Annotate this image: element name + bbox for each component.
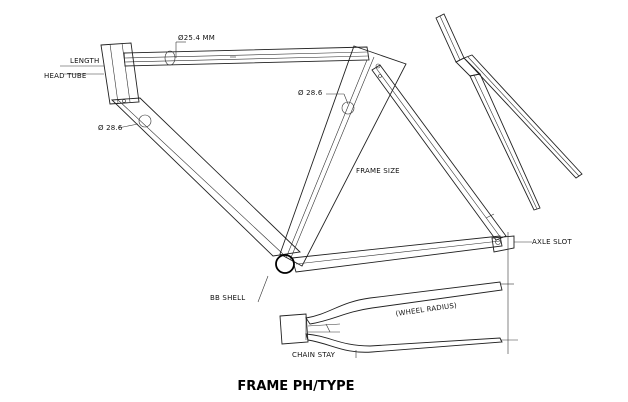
bb-shell-label: BB SHELL xyxy=(210,294,245,302)
down-tube-diameter-label: Ø 28.6 xyxy=(98,124,123,132)
bottom-bracket-shell xyxy=(275,254,295,274)
frame-size-label: FRAME SIZE xyxy=(356,167,400,175)
rear-dropout xyxy=(491,235,532,253)
length-label: LENGTH xyxy=(70,57,99,65)
head-tube xyxy=(100,42,140,105)
seat-stay xyxy=(371,64,507,241)
seat-tube-diameter-label: Ø 28.6 xyxy=(298,89,323,97)
chain-stay-side xyxy=(291,235,503,273)
front-fork xyxy=(435,13,583,211)
chain-stay-top-view xyxy=(279,281,518,353)
axle-slot-label: AXLE SLOT xyxy=(532,238,572,246)
head-tube-label: HEAD TUBE xyxy=(44,72,87,80)
top-tube-diameter-label: Ø25.4 MM xyxy=(178,34,215,42)
down-tube xyxy=(110,97,301,257)
chain-stay-label: CHAIN STAY xyxy=(292,351,336,359)
top-tube xyxy=(123,46,370,67)
dimension-lines xyxy=(60,41,509,358)
diagram-caption: FRAME PH/TYPE xyxy=(237,379,354,394)
seat-tube xyxy=(279,45,407,267)
